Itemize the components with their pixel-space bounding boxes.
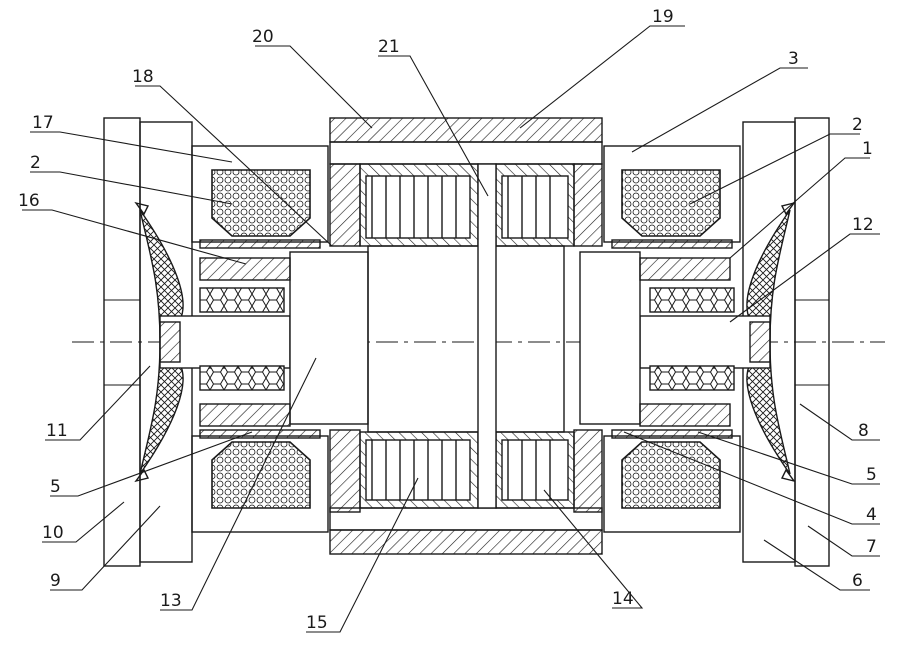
label-17: 17 [32,113,54,133]
label-16: 16 [18,191,40,211]
label-2-right: 2 [852,115,863,135]
label-7: 7 [866,537,877,557]
label-1: 1 [862,139,873,159]
springs-right-bottom [495,431,575,509]
label-14: 14 [612,589,634,609]
springs-left-bottom [359,431,479,509]
central-housing [329,117,603,555]
left-bearings [199,257,291,427]
label-6: 6 [852,571,863,591]
label-20: 20 [252,27,274,47]
right-coil-housing-top [603,145,741,249]
label-5-right: 5 [866,465,877,485]
label-10: 10 [42,523,64,543]
label-18: 18 [132,67,154,87]
label-4: 4 [866,505,877,525]
label-11: 11 [46,421,68,441]
label-3: 3 [788,49,799,69]
label-21: 21 [378,37,400,57]
right-bearings [639,257,735,427]
left-coil-housing-bottom [191,429,329,533]
leader-lines [22,25,880,633]
label-13: 13 [160,591,182,611]
left-shaft [159,251,369,425]
label-12: 12 [852,215,874,235]
label-9: 9 [50,571,61,591]
label-19: 19 [652,7,674,27]
right-coil-housing-bottom [603,429,741,533]
center-plate [477,163,497,509]
springs-left-top [359,163,479,247]
part-labels: 20 21 19 3 2 1 12 18 17 2 16 11 5 10 9 1… [18,7,877,633]
label-15: 15 [306,613,328,633]
right-shaft [579,251,771,425]
left-coil-housing-top [191,145,329,249]
label-5-left: 5 [50,477,61,497]
label-8: 8 [858,421,869,441]
label-2-left: 2 [30,153,41,173]
springs-right-top [495,163,575,247]
